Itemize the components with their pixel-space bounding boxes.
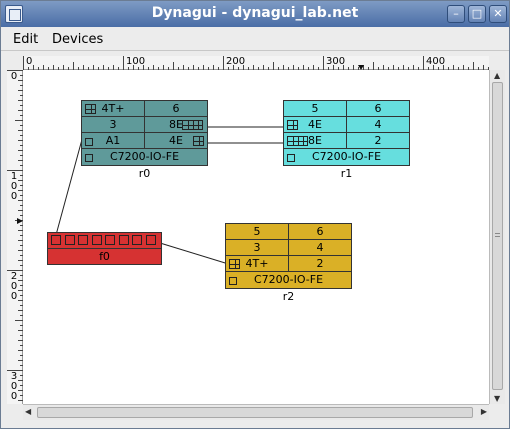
close-button[interactable]: ✕ bbox=[489, 5, 507, 23]
port-adapter-icon bbox=[229, 259, 240, 269]
vertical-ruler-ticks bbox=[7, 70, 23, 401]
horizontal-ruler: 0 100 200 300 400 bbox=[23, 56, 489, 70]
port-adapter-icon bbox=[287, 120, 298, 130]
ruler-position-marker-v bbox=[17, 218, 23, 224]
switch-port-icon[interactable] bbox=[132, 235, 142, 245]
ruler-position-marker bbox=[358, 65, 364, 70]
title-bar[interactable]: Dynagui - dynagui_lab.net – □ ✕ bbox=[1, 1, 509, 27]
router-r0-label: r0 bbox=[138, 167, 151, 180]
switch-f0[interactable]: f0 bbox=[47, 232, 162, 265]
switch-port-icon[interactable] bbox=[105, 235, 115, 245]
ruler-corner bbox=[7, 56, 23, 70]
scroll-up-arrow[interactable]: ▲ bbox=[494, 71, 501, 80]
scroll-left-arrow[interactable]: ◀ bbox=[25, 407, 32, 416]
switch-port-icon[interactable] bbox=[118, 235, 129, 245]
switch-port-icon[interactable] bbox=[78, 235, 88, 245]
vertical-ruler: 0 1 0 0 2 0 0 3 0 0 bbox=[7, 70, 23, 404]
port-adapter-icon bbox=[193, 136, 204, 146]
router-r2-slot-2-1[interactable]: 2 bbox=[289, 256, 351, 272]
router-r2-slot-0-1[interactable]: 6 bbox=[289, 224, 351, 240]
horizontal-scrollbar[interactable]: ◀ ▶ bbox=[23, 404, 489, 420]
router-r1-label: r1 bbox=[340, 167, 353, 180]
slot-icon bbox=[85, 138, 93, 146]
scroll-down-arrow[interactable]: ▼ bbox=[494, 394, 501, 403]
horizontal-ruler-ticks bbox=[23, 56, 489, 70]
router-r1-slot-1-0[interactable]: 4E bbox=[284, 117, 347, 133]
scroll-right-arrow[interactable]: ▶ bbox=[480, 407, 487, 416]
router-r1-slot-0-1[interactable]: 6 bbox=[347, 101, 409, 117]
router-r0-slot-2-0[interactable]: A1 bbox=[82, 133, 145, 149]
window-title: Dynagui - dynagui_lab.net bbox=[151, 5, 359, 21]
router-r2-model: C7200-IO-FE bbox=[253, 273, 324, 286]
switch-port-icon[interactable] bbox=[145, 235, 156, 245]
topology-view: 0 100 200 300 400 0 1 0 0 2 0 0 3 0 0 bbox=[7, 56, 505, 426]
switch-f0-ports bbox=[48, 233, 161, 249]
port-adapter-icon bbox=[182, 120, 203, 130]
router-r2-slot-0-0[interactable]: 5 bbox=[226, 224, 289, 240]
horizontal-scroll-thumb[interactable] bbox=[37, 407, 473, 418]
vertical-scrollbar[interactable]: ▲ ▼ bbox=[489, 70, 505, 404]
router-r0-slot-1-1[interactable]: 8E bbox=[145, 117, 207, 133]
ruler-label-300: 300 bbox=[326, 56, 346, 67]
router-r2-slot-1-0[interactable]: 3 bbox=[226, 240, 289, 256]
switch-port-icon[interactable] bbox=[51, 235, 61, 245]
ruler-label-0: 0 bbox=[26, 56, 33, 67]
router-r2-slot-1-1[interactable]: 4 bbox=[289, 240, 351, 256]
vertical-scroll-thumb[interactable] bbox=[492, 82, 503, 390]
vruler-label-0: 0 bbox=[10, 71, 18, 82]
router-r0-slot-0-0[interactable]: 4T+ bbox=[82, 101, 145, 117]
link-layer bbox=[55, 109, 285, 267]
router-r1-slot-1-1[interactable]: 4 bbox=[347, 117, 409, 133]
vruler-label-200: 2 0 0 bbox=[10, 271, 18, 302]
app-icon[interactable] bbox=[5, 5, 23, 23]
port-adapter-icon bbox=[85, 104, 96, 114]
vruler-label-300: 3 0 0 bbox=[10, 371, 18, 402]
router-r2-slot-2-0[interactable]: 4T+ bbox=[226, 256, 289, 272]
router-r1-slot-0-0[interactable]: 5 bbox=[284, 101, 347, 117]
port-adapter-icon bbox=[287, 136, 308, 146]
router-r0-model: C7200-IO-FE bbox=[109, 150, 180, 163]
menu-devices[interactable]: Devices bbox=[52, 32, 104, 47]
menu-edit[interactable]: Edit bbox=[13, 32, 39, 47]
switch-port-icon[interactable] bbox=[64, 235, 75, 245]
router-r0-slot-2-1[interactable]: 4E bbox=[145, 133, 207, 149]
router-r0-slot-1-0[interactable]: 3 bbox=[82, 117, 145, 133]
link-f0-r2[interactable] bbox=[159, 242, 236, 267]
minimize-button[interactable]: – bbox=[447, 5, 465, 23]
maximize-button[interactable]: □ bbox=[468, 5, 486, 23]
vruler-label-100: 1 0 0 bbox=[10, 171, 18, 202]
router-r1-slot-2-1[interactable]: 2 bbox=[347, 133, 409, 149]
slot-icon bbox=[85, 154, 93, 162]
ruler-label-100: 100 bbox=[126, 56, 146, 67]
router-r1-model: C7200-IO-FE bbox=[311, 150, 382, 163]
switch-f0-label: f0 bbox=[99, 250, 110, 263]
router-r0-slot-0-1[interactable]: 6 bbox=[145, 101, 207, 117]
slot-icon bbox=[229, 277, 237, 285]
ruler-label-400: 400 bbox=[426, 56, 446, 67]
slot-icon bbox=[287, 154, 295, 162]
ruler-label-200: 200 bbox=[226, 56, 246, 67]
menu-bar: Edit Devices bbox=[1, 27, 509, 51]
router-r2-label: r2 bbox=[282, 290, 295, 303]
switch-port-icon[interactable] bbox=[91, 235, 102, 245]
router-r1-slot-2-0[interactable]: 8E bbox=[284, 133, 347, 149]
